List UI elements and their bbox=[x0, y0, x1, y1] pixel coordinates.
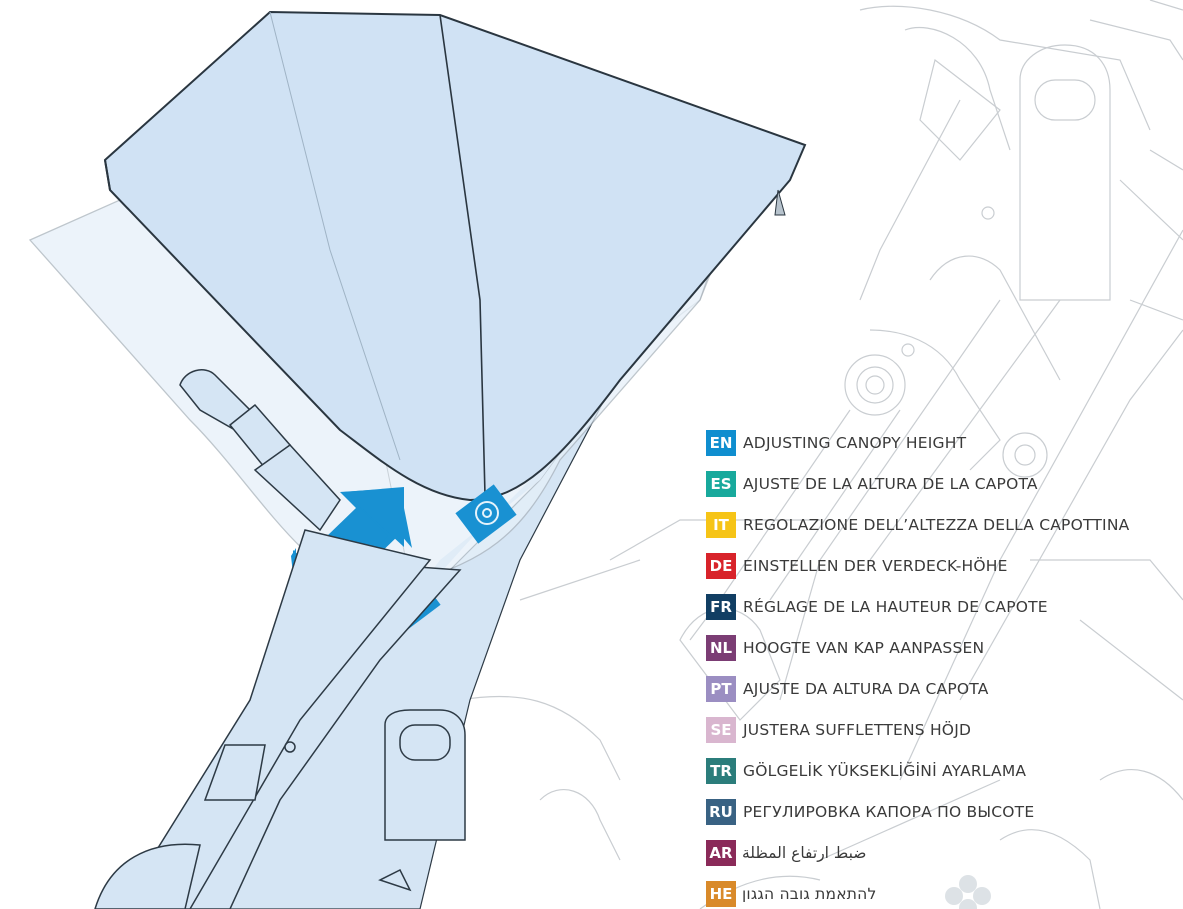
legend-item-tr: TR GÖLGELİK YÜKSEKLİĞİNİ AYARLAMA bbox=[706, 757, 1026, 784]
language-code-badge: ES bbox=[706, 470, 736, 497]
legend-label: REGOLAZIONE DELL’ALTEZZA DELLA CAPOTTINA bbox=[743, 515, 1130, 534]
legend-label: GÖLGELİK YÜKSEKLİĞİNİ AYARLAMA bbox=[743, 761, 1027, 780]
legend-item-pt: PT AJUSTE DA ALTURA DA CAPOTA bbox=[706, 675, 989, 702]
legend-label: EINSTELLEN DER VERDECK-HÖHE bbox=[743, 556, 1008, 575]
language-code-badge: NL bbox=[706, 634, 736, 661]
language-code-badge: AR bbox=[706, 839, 736, 866]
legend-label: AJUSTE DA ALTURA DA CAPOTA bbox=[743, 679, 989, 698]
language-code-badge: IT bbox=[706, 511, 736, 538]
language-code-badge: EN bbox=[706, 429, 736, 456]
legend-item-de: DE EINSTELLEN DER VERDECK-HÖHE bbox=[706, 552, 1008, 579]
language-code-badge: RU bbox=[706, 798, 736, 825]
language-code-badge: SE bbox=[706, 716, 736, 743]
legend-label: להתאמת גובה הגגון bbox=[742, 884, 877, 903]
legend-item-nl: NL HOOGTE VAN KAP AANPASSEN bbox=[706, 634, 984, 661]
legend-item-he: HE להתאמת גובה הגגון bbox=[706, 880, 877, 907]
legend-label: ADJUSTING CANOPY HEIGHT bbox=[743, 433, 967, 452]
legend-label: РЕГУЛИРОВКА КАПОРА ПО ВЫСОТЕ bbox=[743, 802, 1035, 821]
legend-label: AJUSTE DE LA ALTURA DE LA CAPOTA bbox=[743, 474, 1038, 493]
language-code-badge: HE bbox=[706, 880, 736, 907]
legend-item-en: EN ADJUSTING CANOPY HEIGHT bbox=[706, 429, 966, 456]
legend-item-se: SE JUSTERA SUFFLETTENS HÖJD bbox=[706, 716, 971, 743]
language-code-badge: DE bbox=[706, 552, 736, 579]
stroller-handle bbox=[94, 369, 466, 909]
legend-label: HOOGTE VAN KAP AANPASSEN bbox=[743, 638, 985, 657]
language-code-badge: TR bbox=[706, 757, 736, 784]
legend-label: JUSTERA SUFFLETTENS HÖJD bbox=[743, 720, 972, 739]
legend-item-ru: RU РЕГУЛИРОВКА КАПОРА ПО ВЫСОТЕ bbox=[706, 798, 1034, 825]
legend-item-es: ES AJUSTE DE LA ALTURA DE LA CAPOTA bbox=[706, 470, 1038, 497]
legend-label: RÉGLAGE DE LA HAUTEUR DE CAPOTE bbox=[743, 597, 1048, 616]
legend-item-ar: AR ضبط ارتفاع المظلة bbox=[706, 839, 866, 866]
legend-item-fr: FR RÉGLAGE DE LA HAUTEUR DE CAPOTE bbox=[706, 593, 1048, 620]
stroller-frame-lineart bbox=[459, 0, 1183, 909]
brand-flower-icon bbox=[945, 875, 991, 909]
legend-label: ضبط ارتفاع المظلة bbox=[742, 843, 867, 862]
language-code-badge: PT bbox=[706, 675, 736, 702]
legend-item-it: IT REGOLAZIONE DELL’ALTEZZA DELLA CAPOTT… bbox=[706, 511, 1129, 538]
language-code-badge: FR bbox=[706, 593, 736, 620]
